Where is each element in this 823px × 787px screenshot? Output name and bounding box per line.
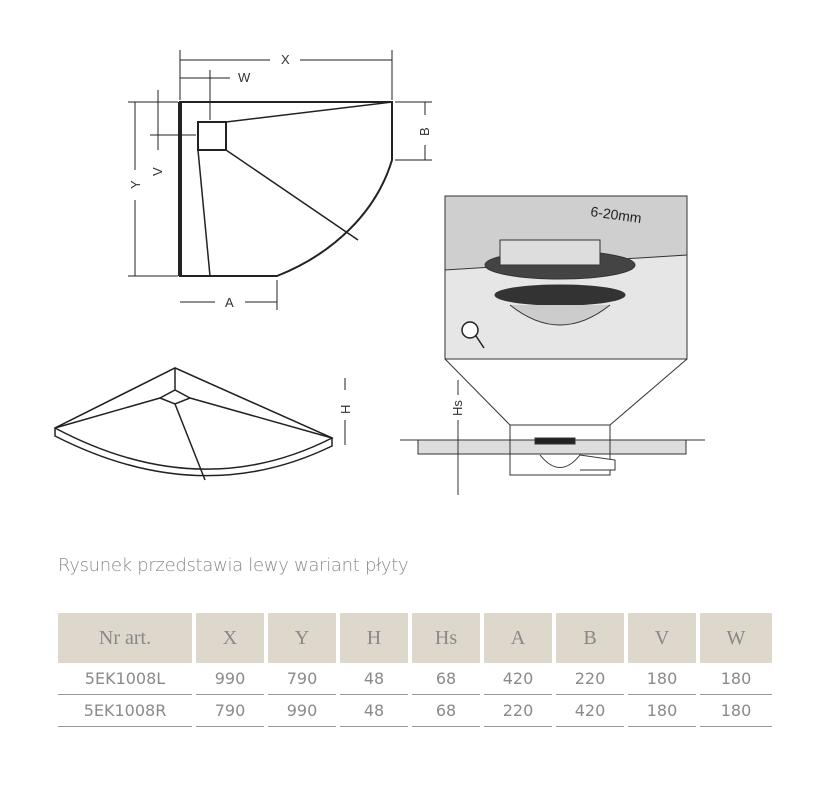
label-w: W <box>238 70 251 85</box>
cell: 180 <box>628 663 696 695</box>
cell: 180 <box>700 663 772 695</box>
cell: 790 <box>268 663 336 695</box>
dimensions-table: Nr art. X Y H Hs A B V W 5EK1008L 990 79… <box>54 613 776 727</box>
header-x: X <box>196 613 264 663</box>
header-h: H <box>340 613 408 663</box>
label-h: H <box>338 405 353 414</box>
top-view <box>128 50 432 310</box>
header-y: Y <box>268 613 336 663</box>
caption: Rysunek przedstawia lewy wariant płyty <box>58 555 409 576</box>
header-b: B <box>556 613 624 663</box>
label-hs: Hs <box>450 400 465 416</box>
cell: 180 <box>700 695 772 727</box>
cell: 68 <box>412 663 480 695</box>
cell: 220 <box>484 695 552 727</box>
cell: 990 <box>196 663 264 695</box>
label-y: Y <box>128 180 143 189</box>
header-w: W <box>700 613 772 663</box>
cell: 420 <box>484 663 552 695</box>
cell: 68 <box>412 695 480 727</box>
header-nr-art: Nr art. <box>58 613 192 663</box>
header-v: V <box>628 613 696 663</box>
cell: 220 <box>556 663 624 695</box>
cell: 420 <box>556 695 624 727</box>
technical-drawing: X W Y V A B H 6-20mm Hs <box>54 50 705 495</box>
label-v: V <box>150 167 165 176</box>
label-a: A <box>225 295 234 310</box>
perspective-view <box>54 367 346 481</box>
cell: 180 <box>628 695 696 727</box>
cell: 990 <box>268 695 336 727</box>
drain-detail <box>400 195 705 495</box>
label-x: X <box>281 52 290 67</box>
table-header-row: Nr art. X Y H Hs A B V W <box>58 613 772 663</box>
cell: 48 <box>340 695 408 727</box>
cell: 5EK1008L <box>58 663 192 695</box>
magnifier-icon <box>461 321 485 349</box>
cell: 48 <box>340 663 408 695</box>
table-row: 5EK1008L 990 790 48 68 420 220 180 180 <box>58 663 772 695</box>
header-hs: Hs <box>412 613 480 663</box>
cell: 5EK1008R <box>58 695 192 727</box>
label-gap: 6-20mm <box>590 203 643 226</box>
table-row: 5EK1008R 790 990 48 68 220 420 180 180 <box>58 695 772 727</box>
cell: 790 <box>196 695 264 727</box>
label-b: B <box>417 127 432 136</box>
header-a: A <box>484 613 552 663</box>
